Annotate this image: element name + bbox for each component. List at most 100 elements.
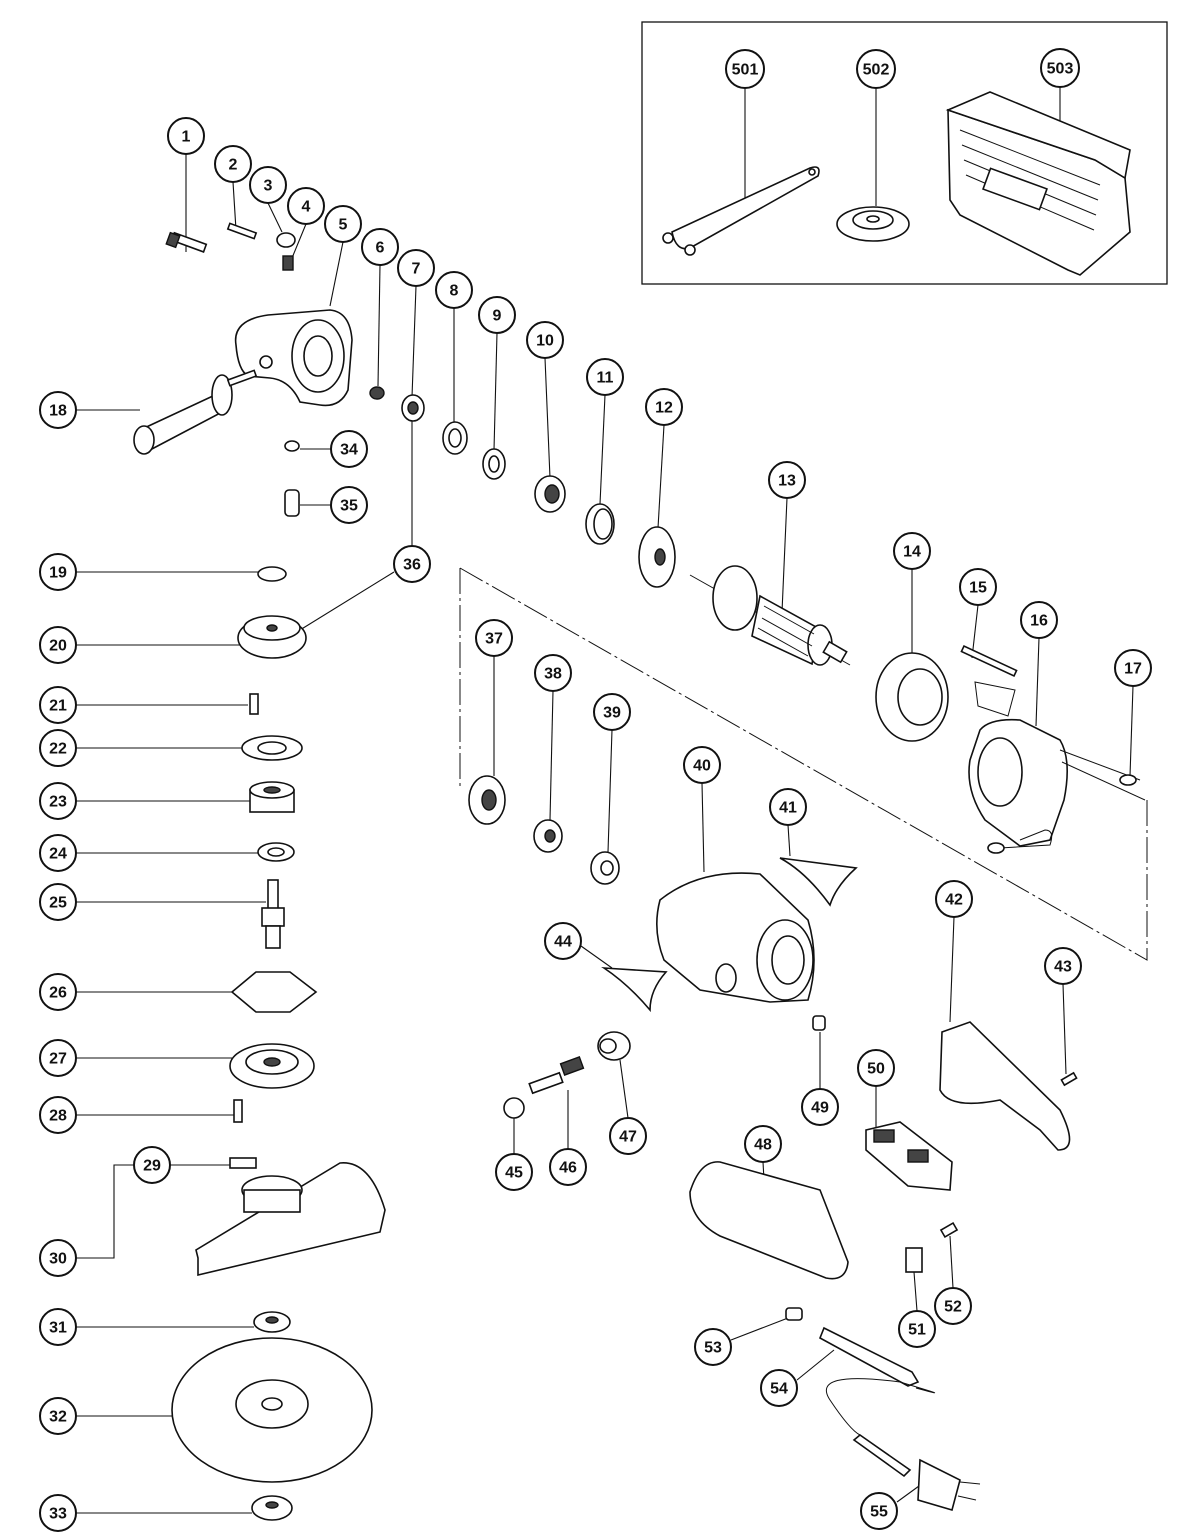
callout-number: 40 [693,758,711,775]
callout-21: 21 [39,686,77,724]
callout-number: 44 [554,934,572,951]
washer-drawing [442,421,468,455]
screw-15-drawing [960,644,1018,717]
callout-number: 34 [340,442,358,459]
screw-1-drawing [165,231,208,253]
callout-41: 41 [769,788,807,826]
gasket-drawing [230,971,318,1013]
callout-42: 42 [935,880,973,918]
callout-number: 19 [49,565,67,582]
callout-circle [768,461,806,499]
handle-cover-drawing [939,1021,1071,1151]
callout-circle [249,166,287,204]
callout-circle [330,430,368,468]
callout-number: 41 [779,800,797,817]
callout-35: 35 [330,486,368,524]
callout-number: 49 [811,1100,829,1117]
callout-circle [1020,601,1058,639]
part-drawings [133,91,1146,1521]
ball-bearing-23-drawing [249,781,295,813]
cord-plug-drawing [825,1378,981,1511]
spindle-drawing [261,879,285,949]
callout-circle [133,1146,171,1184]
callout-15: 15 [959,568,997,606]
callout-circle [857,1049,895,1087]
callout-number: 39 [603,705,621,722]
screw-28-drawing [233,1099,243,1123]
callout-14: 14 [893,532,931,570]
callout-number: 43 [1054,959,1072,976]
callout-39: 39 [593,693,631,731]
callout-number: 17 [1124,661,1142,678]
callout-circle [39,729,77,767]
callout-50: 50 [857,1049,895,1087]
cord-armor-drawing [818,1326,920,1387]
assembly-dashed-guides [459,567,1148,961]
callout-circle [1114,649,1152,687]
cord-clip-drawing [905,1247,923,1273]
callout-34: 34 [330,430,368,468]
callout-number: 37 [485,631,503,648]
callout-number: 29 [143,1158,161,1175]
callout-27: 27 [39,1039,77,1077]
callout-number: 9 [493,308,502,325]
callout-number: 31 [49,1320,67,1337]
callout-2: 2 [214,145,252,183]
callout-501: 501 [725,49,765,89]
flange-nut-drawing [836,206,910,242]
callout-circle [893,532,931,570]
leader-line-3 [267,202,283,233]
callout-number: 32 [49,1409,67,1426]
callout-23: 23 [39,782,77,820]
ball-bearing-38-drawing [533,819,563,853]
callout-number: 26 [49,985,67,1002]
callout-45: 45 [495,1153,533,1191]
spring-drawing [282,255,294,271]
callout-circle [39,553,77,591]
callout-3: 3 [249,166,287,204]
callout-number: 22 [49,741,67,758]
callout-13: 13 [768,461,806,499]
callout-1: 1 [167,117,205,155]
ball-bearing-37-drawing [468,775,506,825]
callout-circle [495,1153,533,1191]
lock-pin-cap-drawing [276,232,296,248]
callout-number: 45 [505,1165,523,1182]
callout-circle [801,1088,839,1126]
callout-22: 22 [39,729,77,767]
callout-number: 7 [412,261,421,278]
callout-52: 52 [934,1287,972,1325]
callout-circle [39,883,77,921]
bearing-holder-rubber-drawing [482,448,506,480]
callout-28: 28 [39,1096,77,1134]
callout-25: 25 [39,883,77,921]
leader-line-5 [329,241,344,307]
name-plate-41-drawing [779,857,858,907]
callout-number: 2 [229,157,238,174]
callout-18: 18 [39,391,77,429]
callout-32: 32 [39,1397,77,1435]
leader-line-2 [232,181,237,231]
callout-number: 47 [619,1129,637,1146]
leader-line-30 [76,1164,134,1259]
callout-number: 46 [559,1160,577,1177]
callout-number: 11 [597,370,614,387]
callout-number: 16 [1030,613,1048,630]
callout-circle [959,568,997,606]
callout-10: 10 [526,321,564,359]
callout-number: 52 [944,1299,962,1316]
callout-number: 53 [704,1340,722,1357]
leader-line-15 [971,604,979,659]
callout-30: 30 [39,1239,77,1277]
callout-number: 25 [49,895,67,912]
callout-circle [39,626,77,664]
callout-number: 54 [770,1381,788,1398]
callout-circle [683,746,721,784]
callout-54: 54 [760,1369,798,1407]
callout-number: 23 [49,794,67,811]
callout-circle [39,834,77,872]
callout-circle [534,654,572,692]
wheel-nut-drawing [251,1495,293,1521]
callout-circle [593,693,631,731]
wheel-guard-drawing [195,1162,386,1277]
